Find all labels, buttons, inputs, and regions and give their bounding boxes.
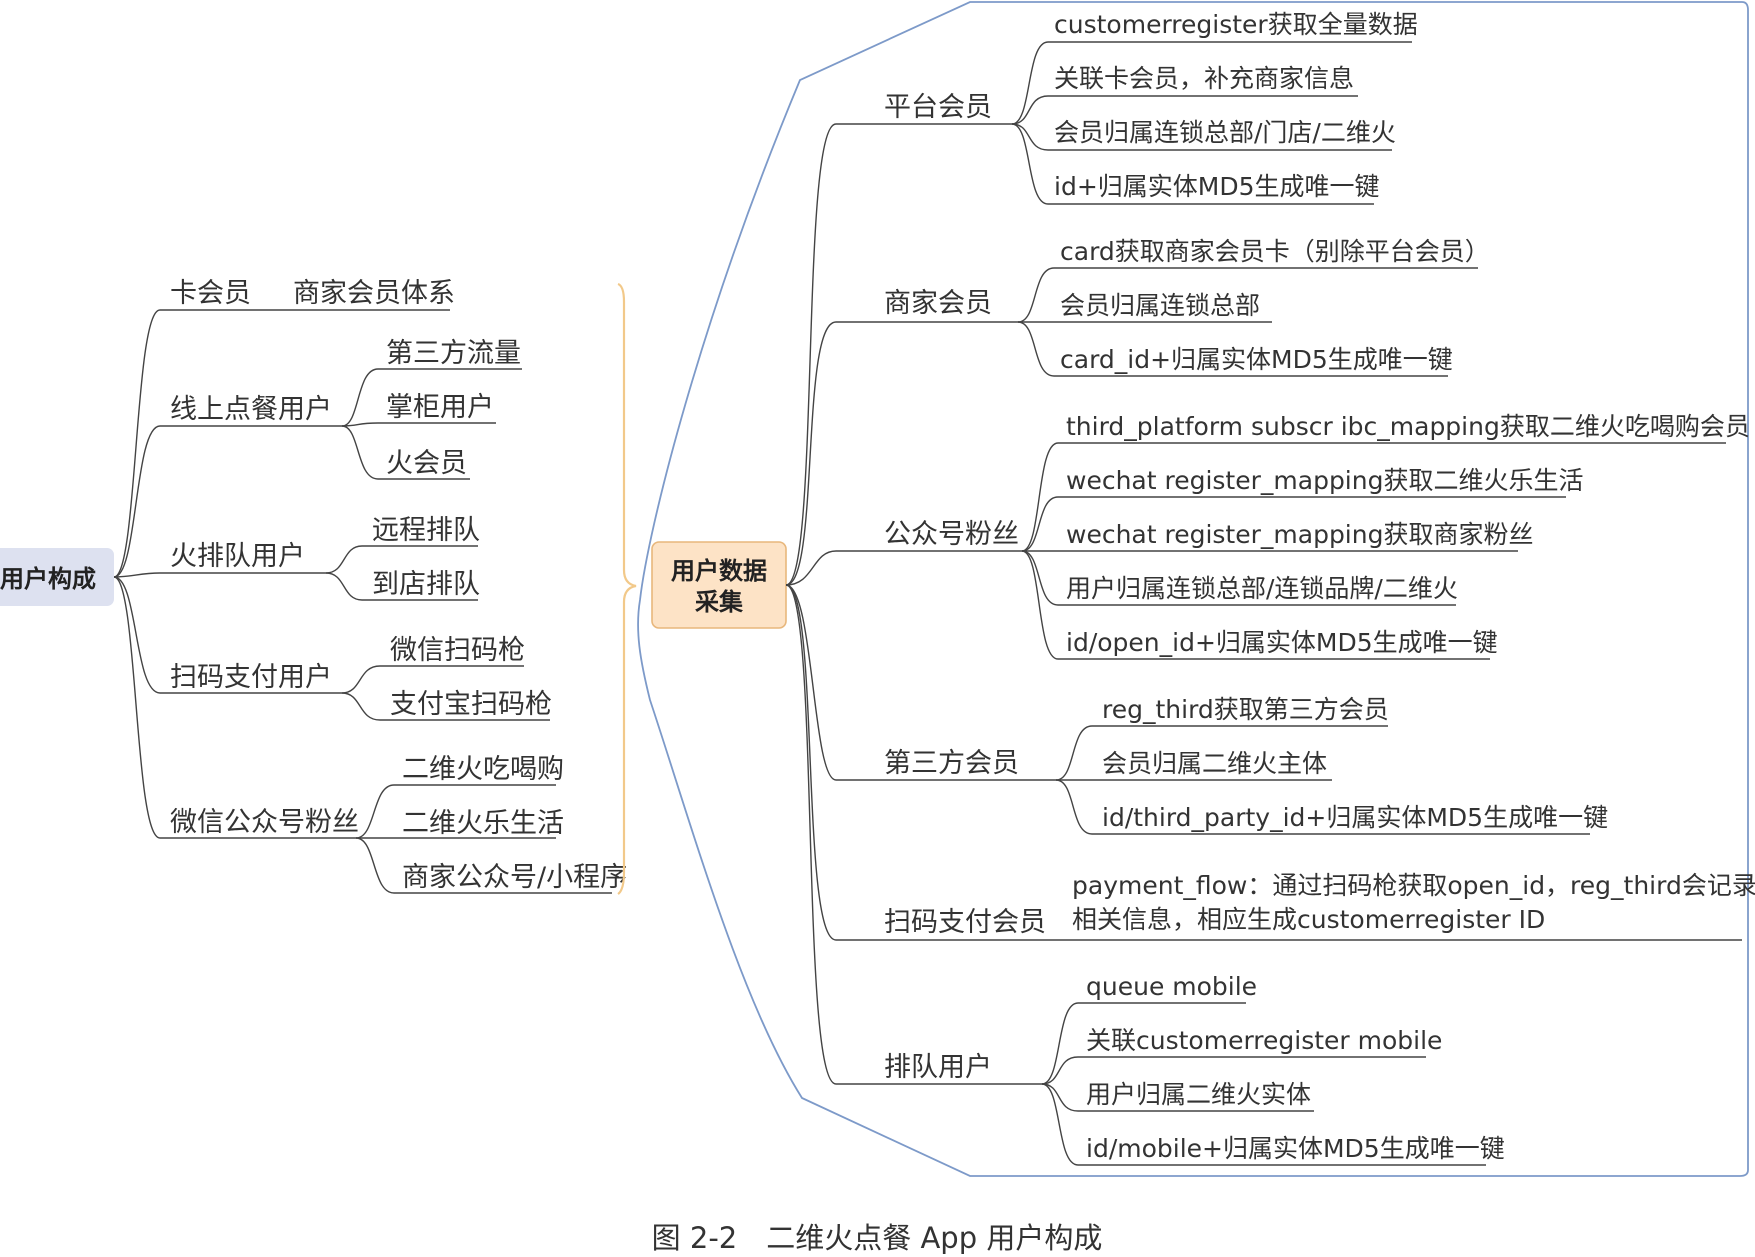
- right-branch-platform-member[interactable]: 平台会员: [884, 92, 992, 123]
- right-leaf[interactable]: wechat register_mapping获取二维火乐生活: [1066, 466, 1583, 495]
- left-branch-wechat-fans[interactable]: 微信公众号粉丝: [170, 807, 359, 838]
- left-tree: 用户构成 卡会员 商家会员体系 线上点餐用户 第三方流量 掌柜用户 火会员 火排…: [0, 278, 627, 894]
- right-branch-wechat-fans[interactable]: 公众号粉丝: [884, 519, 1019, 550]
- left-leaf[interactable]: 微信扫码枪: [390, 635, 525, 666]
- right-leaf[interactable]: third_platform subscr ibc_mapping获取二维火吃喝…: [1066, 412, 1750, 441]
- right-leaf[interactable]: id/third_party_id+归属实体MD5生成唯一键: [1102, 803, 1608, 832]
- right-leaf[interactable]: id+归属实体MD5生成唯一键: [1054, 172, 1380, 201]
- left-leaf[interactable]: 火会员: [386, 448, 467, 479]
- right-scan-pay-note-line1[interactable]: payment_flow：通过扫码枪获取open_id，reg_third会记录: [1072, 871, 1755, 900]
- right-root-label-line1: 用户数据: [671, 557, 767, 585]
- left-root-label: 用户构成: [0, 565, 96, 593]
- left-leaf[interactable]: 远程排队: [372, 515, 480, 546]
- left-branch-card-member[interactable]: 卡会员: [170, 278, 251, 309]
- left-leaf[interactable]: 二维火乐生活: [402, 808, 564, 839]
- left-leaf[interactable]: 二维火吃喝购: [402, 754, 564, 785]
- left-branch-online-order[interactable]: 线上点餐用户: [170, 394, 332, 425]
- left-root-node[interactable]: [0, 548, 114, 606]
- right-leaf[interactable]: 关联卡会员，补充商家信息: [1054, 64, 1354, 93]
- left-card-member-system[interactable]: 商家会员体系: [293, 278, 455, 309]
- right-leaf[interactable]: 用户归属连锁总部/连锁品牌/二维火: [1066, 574, 1458, 603]
- right-leaf[interactable]: wechat register_mapping获取商家粉丝: [1066, 520, 1533, 549]
- right-leaf[interactable]: card_id+归属实体MD5生成唯一键: [1060, 345, 1453, 374]
- right-leaf[interactable]: id/open_id+归属实体MD5生成唯一键: [1066, 628, 1498, 657]
- left-branch-queue[interactable]: 火排队用户: [170, 541, 305, 572]
- right-leaf[interactable]: 用户归属二维火实体: [1086, 1080, 1311, 1109]
- left-leaf[interactable]: 到店排队: [372, 569, 480, 600]
- right-branch-queue-user[interactable]: 排队用户: [884, 1052, 992, 1083]
- right-leaf[interactable]: reg_third获取第三方会员: [1102, 695, 1389, 724]
- right-leaf[interactable]: customerregister获取全量数据: [1054, 10, 1418, 39]
- left-branch-scan-pay[interactable]: 扫码支付用户: [170, 662, 332, 693]
- right-leaf[interactable]: 会员归属连锁总部: [1060, 291, 1260, 320]
- left-leaf[interactable]: 掌柜用户: [386, 392, 494, 423]
- left-leaf[interactable]: 支付宝扫码枪: [390, 689, 552, 720]
- right-leaf[interactable]: id/mobile+归属实体MD5生成唯一键: [1086, 1134, 1505, 1163]
- right-tree: 用户数据 采集 平台会员 customerregister获取全量数据 关联卡会…: [651, 10, 1755, 1166]
- right-leaf[interactable]: 会员归属连锁总部/门店/二维火: [1054, 118, 1396, 147]
- right-leaf[interactable]: card获取商家会员卡（别除平台会员）: [1060, 237, 1490, 266]
- right-branch-merchant-member[interactable]: 商家会员: [884, 288, 992, 319]
- figure-caption: 图 2-2 二维火点餐 App 用户构成: [652, 1221, 1103, 1255]
- right-leaf[interactable]: 会员归属二维火主体: [1102, 749, 1327, 778]
- right-branch-third-party-member[interactable]: 第三方会员: [884, 748, 1019, 779]
- right-root-label-line2: 采集: [695, 588, 744, 616]
- left-leaf[interactable]: 第三方流量: [386, 338, 521, 369]
- right-scan-pay-note-line2[interactable]: 相关信息，相应生成customerregister ID: [1072, 905, 1545, 934]
- right-leaf[interactable]: queue mobile: [1086, 972, 1257, 1001]
- right-branch-scan-pay-member[interactable]: 扫码支付会员: [884, 907, 1046, 938]
- left-leaf[interactable]: 商家公众号/小程序: [402, 862, 627, 893]
- right-leaf[interactable]: 关联customerregister mobile: [1086, 1026, 1442, 1055]
- left-brace: [617, 282, 637, 895]
- right-frame: [637, 1, 1749, 1177]
